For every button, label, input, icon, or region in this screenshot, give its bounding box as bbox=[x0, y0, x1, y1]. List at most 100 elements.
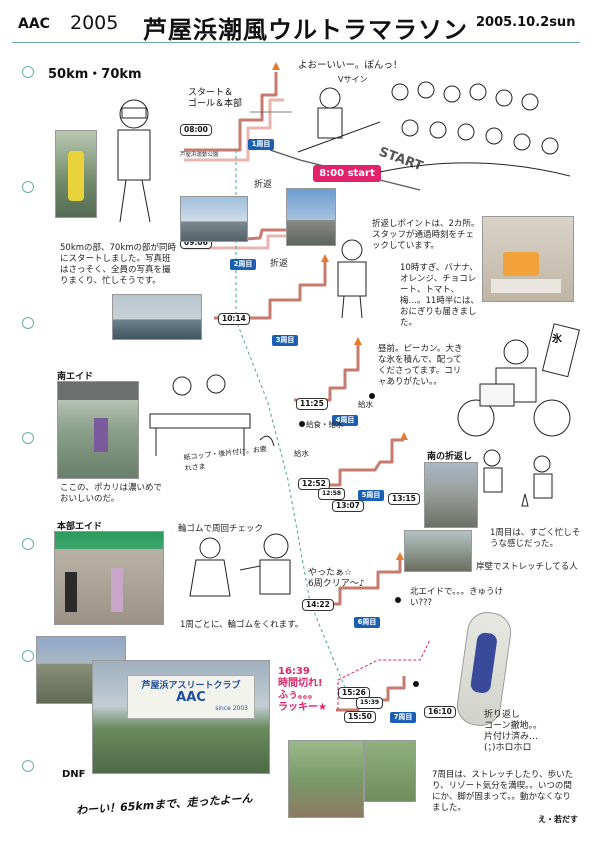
time-1422: 14:22 bbox=[302, 599, 334, 611]
aid-food-note: 10時すぎ、バナナ、オレンジ、チョコレート、トマト、梅…。11時半には、おにぎり… bbox=[400, 263, 479, 328]
stretch-note: 岸壁でストレッチしてる人 bbox=[476, 562, 578, 572]
dnf-label: DNF bbox=[62, 769, 86, 780]
time-1258: 12:58 bbox=[318, 488, 346, 500]
photo-sitting-runner bbox=[364, 740, 416, 802]
header: AAC 2005 芦屋浜潮風ウルトラマラソン 2005.10.2sun bbox=[0, 0, 596, 52]
park-label: 芦屋浜運動公園 bbox=[180, 152, 219, 158]
distance-subtitle: 50km・70km bbox=[48, 67, 142, 82]
time-1125: 11:25 bbox=[296, 398, 328, 410]
photo-bay-view bbox=[112, 294, 202, 340]
route-lap-6 bbox=[306, 560, 402, 606]
turn-label-1: 折返 bbox=[254, 180, 273, 190]
club-banner: 芦屋浜アスリートクラブ AAC since 2003 bbox=[127, 675, 255, 719]
runners-note: 50kmの部、70kmの部が同時にスタートしました。写真班はさっそく、全員の写真… bbox=[60, 243, 177, 286]
turn-arrow bbox=[321, 254, 329, 262]
hq-aid-heading: 本部エイド bbox=[57, 522, 103, 532]
photo-finish-banner: 芦屋浜アスリートクラブ AAC since 2003 bbox=[92, 660, 270, 774]
timekeeper-sketch bbox=[337, 239, 367, 319]
photo-south-turn bbox=[424, 462, 478, 528]
turn-arrow bbox=[272, 62, 280, 70]
south-aid-note: ここの、ポカリは濃いめでおいしいのだ。 bbox=[60, 483, 163, 504]
event-date: 2005.10.2sun bbox=[476, 15, 576, 30]
vsign-note: Vサイン bbox=[338, 75, 368, 84]
aid-label-water-2: 給水 bbox=[294, 449, 309, 458]
aid-station-dot bbox=[395, 597, 401, 603]
aid-station-dot bbox=[413, 681, 419, 687]
time-1539: 15:39 bbox=[356, 697, 384, 709]
turn-label-2: 折返 bbox=[270, 259, 289, 269]
south-turn-heading: 南の折返し bbox=[427, 452, 473, 462]
rubber-band-note: 1周ごとに、輪ゴムをくれます。 bbox=[180, 620, 304, 630]
turn-arrow bbox=[396, 552, 404, 560]
lap-badge-3: 3周目 bbox=[272, 335, 298, 346]
turn-points-note: 折返しポイントは、2カ所。スタッフが通過時刻をチェックしています。 bbox=[372, 219, 480, 251]
aid-station-dot bbox=[299, 421, 305, 427]
time-1610: 16:10 bbox=[424, 706, 456, 718]
cyclist-sketch bbox=[457, 323, 580, 437]
club-name: AAC bbox=[18, 16, 50, 32]
cleared-note: やったぁ☆ 6周クリア〜♪ bbox=[308, 568, 365, 589]
time-1307: 13:07 bbox=[332, 500, 364, 512]
crowd-sketch bbox=[380, 81, 570, 177]
year: 2005 bbox=[70, 12, 119, 34]
route-lap-4 bbox=[294, 345, 360, 402]
banner-club-name: 芦屋浜アスリートクラブ bbox=[141, 681, 241, 691]
lap-badge-6: 6周目 bbox=[354, 617, 380, 628]
turn-arrow bbox=[400, 432, 408, 440]
route-lap-1 bbox=[184, 72, 278, 152]
start-time-badge: 8:00 start bbox=[313, 165, 381, 182]
start-time-label: 8:00 start bbox=[319, 168, 375, 179]
photo-aid-table-food bbox=[482, 216, 574, 302]
start-goal-label: スタート＆ ゴール＆本部 bbox=[188, 88, 243, 109]
time-1252: 12:52 bbox=[298, 478, 330, 490]
lap-badge-4: 4周目 bbox=[332, 415, 358, 426]
route-lap-2-inner bbox=[184, 234, 298, 250]
table-kids-sketch bbox=[149, 374, 275, 456]
ice-sign: 氷 bbox=[552, 334, 562, 345]
aid-station-dot bbox=[369, 393, 375, 399]
route-lap-3 bbox=[214, 262, 327, 320]
time-1315: 13:15 bbox=[388, 493, 420, 505]
route-lap-1-inner bbox=[184, 98, 284, 162]
south-turn-note: 1周目は、すごく忙しそうな感じだった。 bbox=[490, 528, 581, 549]
photo-seaside-buildings bbox=[180, 196, 248, 242]
ice-note: 昼前。ピーカン。大きな氷を積んで、配ってくださってます。コリャありがたい。。 bbox=[378, 344, 463, 387]
cameraman-sketch bbox=[117, 99, 151, 223]
starter-sketch bbox=[297, 87, 380, 153]
cone-note: 折り返し コーン撤地。。 片付け済み… (；)ホロホロ bbox=[484, 710, 543, 753]
start-shout: よおーいいー。ぽんっ！ bbox=[298, 60, 403, 71]
time-1014: 10:14 bbox=[218, 313, 250, 325]
rubber-band-sketch bbox=[189, 533, 291, 597]
aid-label-water-1: 給水 bbox=[358, 400, 373, 409]
aid-label-food-water: 給食・給水 bbox=[306, 420, 344, 429]
route-lap-7 bbox=[336, 676, 406, 712]
binder-hole bbox=[22, 538, 34, 550]
binder-hole bbox=[22, 66, 34, 78]
runners-sketch bbox=[483, 449, 553, 507]
photo-park-bench bbox=[288, 740, 364, 818]
south-aid-heading: 南エイド bbox=[57, 372, 94, 382]
binder-hole bbox=[22, 650, 34, 662]
photo-runner-start bbox=[55, 130, 97, 218]
binder-hole bbox=[22, 181, 34, 193]
lap-badge-1: 1周目 bbox=[248, 139, 274, 150]
timeout-note: 16:39 時間切れ! ふぅ。。。 ラッキー★ bbox=[278, 666, 327, 713]
signature: え・若だす bbox=[538, 815, 578, 824]
binder-hole bbox=[22, 760, 34, 772]
route-lap-5 bbox=[300, 438, 404, 487]
photo-south-aid bbox=[57, 381, 139, 479]
header-rule bbox=[12, 42, 580, 43]
lap7-note: 7周目は、ストレッチしたり、歩いたり、リゾート気分を満喫。。いつの間にか、脚が固… bbox=[432, 770, 574, 813]
lap-badge-2: 2周目 bbox=[230, 259, 256, 270]
time-1526: 15:26 bbox=[338, 687, 370, 699]
north-aid-note: 北エイドで。。。きゅうけい??? bbox=[410, 587, 504, 608]
turn-arrow bbox=[354, 337, 362, 345]
time-1550: 15:50 bbox=[344, 711, 376, 723]
binder-hole bbox=[22, 317, 34, 329]
photo-turn-building bbox=[286, 188, 336, 246]
photo-stretch-seawall bbox=[404, 530, 472, 572]
binder-hole bbox=[22, 432, 34, 444]
rubber-band-heading: 輪ゴムで周回チェック bbox=[178, 524, 264, 534]
photo-hq-aid bbox=[54, 531, 164, 625]
banner-aac: AAC bbox=[176, 690, 206, 705]
